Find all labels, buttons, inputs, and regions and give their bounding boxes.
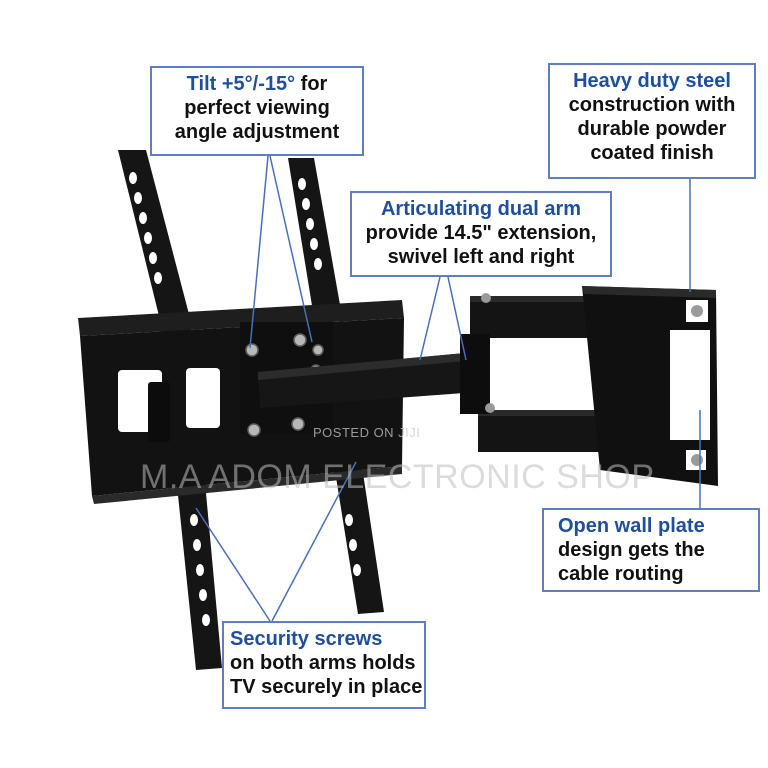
callout-tilt-rest: for — [295, 73, 328, 95]
callout-plate-line3: cable routing — [558, 563, 684, 585]
callout-screws-line3: TV securely in place — [230, 676, 423, 698]
wall-plate-opening — [670, 330, 710, 440]
posted-on-jiji-watermark: POSTED ON JIJI — [313, 425, 421, 440]
tv-bracket-right-arm — [288, 158, 384, 614]
callout-tilt-line1: Tilt +5°/-15° for — [160, 72, 354, 96]
callout-arm-line2: provide 14.5" extension, — [365, 222, 597, 244]
callout-screws: Security screws on both arms holds TV se… — [222, 621, 426, 709]
callout-tilt-line2: perfect viewing — [184, 97, 330, 119]
callout-steel-line4: coated finish — [590, 142, 714, 164]
callout-steel-line1: Heavy duty steel — [573, 70, 731, 92]
callout-arm-line1: Articulating dual arm — [380, 198, 582, 220]
plate-cutout-mid — [186, 368, 220, 428]
callout-plate: Open wall plate design gets the cable ro… — [542, 508, 760, 592]
callout-plate-line2: design gets the — [558, 539, 705, 561]
leader-screws-right — [271, 461, 357, 622]
callout-screws-line1: Security screws — [230, 628, 383, 650]
callout-tilt-line3: angle adjustment — [174, 121, 340, 143]
callout-steel: Heavy duty steel construction with durab… — [548, 63, 756, 179]
callout-steel-line3: durable powder — [577, 118, 727, 140]
callout-arm-line3: swivel left and right — [387, 246, 575, 268]
callout-tilt-highlight: Tilt +5°/-15° — [186, 73, 296, 95]
callout-tilt: Tilt +5°/-15° for perfect viewing angle … — [150, 66, 364, 156]
leader-arm-left — [419, 276, 441, 361]
shop-name-watermark: M.A ADOM ELECTRONIC SHOP — [140, 458, 655, 496]
leader-tilt-right — [269, 155, 313, 343]
callout-plate-line1: Open wall plate — [558, 515, 705, 537]
callout-steel-line2: construction with — [568, 94, 736, 116]
leader-tilt-left — [249, 155, 269, 349]
wall-plate — [582, 286, 718, 486]
leader-screws-left — [195, 507, 271, 622]
callout-arm: Articulating dual arm provide 14.5" exte… — [350, 191, 612, 277]
callout-screws-line2: on both arms holds — [230, 652, 416, 674]
leader-lines — [195, 155, 701, 622]
leader-arm-right — [447, 276, 467, 361]
